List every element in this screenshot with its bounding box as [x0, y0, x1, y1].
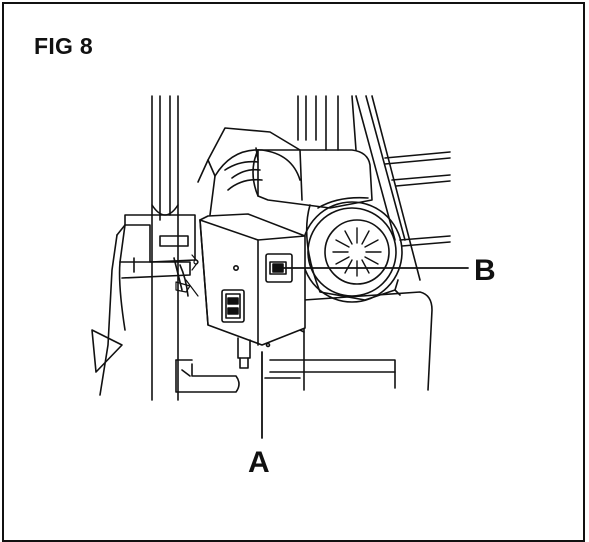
vertical-posts [151, 95, 179, 401]
figure-title: FIG 8 [34, 33, 94, 59]
machine-line-drawing [91, 95, 469, 439]
control-box [199, 213, 306, 369]
background-rails [297, 95, 421, 281]
side-bracket [91, 214, 196, 396]
fasteners [175, 254, 199, 297]
callout-leaders [261, 267, 469, 439]
callout-label-b: B [474, 254, 496, 287]
handle [175, 359, 240, 393]
horizontal-rails [384, 151, 451, 247]
callout-label-a: A [248, 446, 270, 479]
